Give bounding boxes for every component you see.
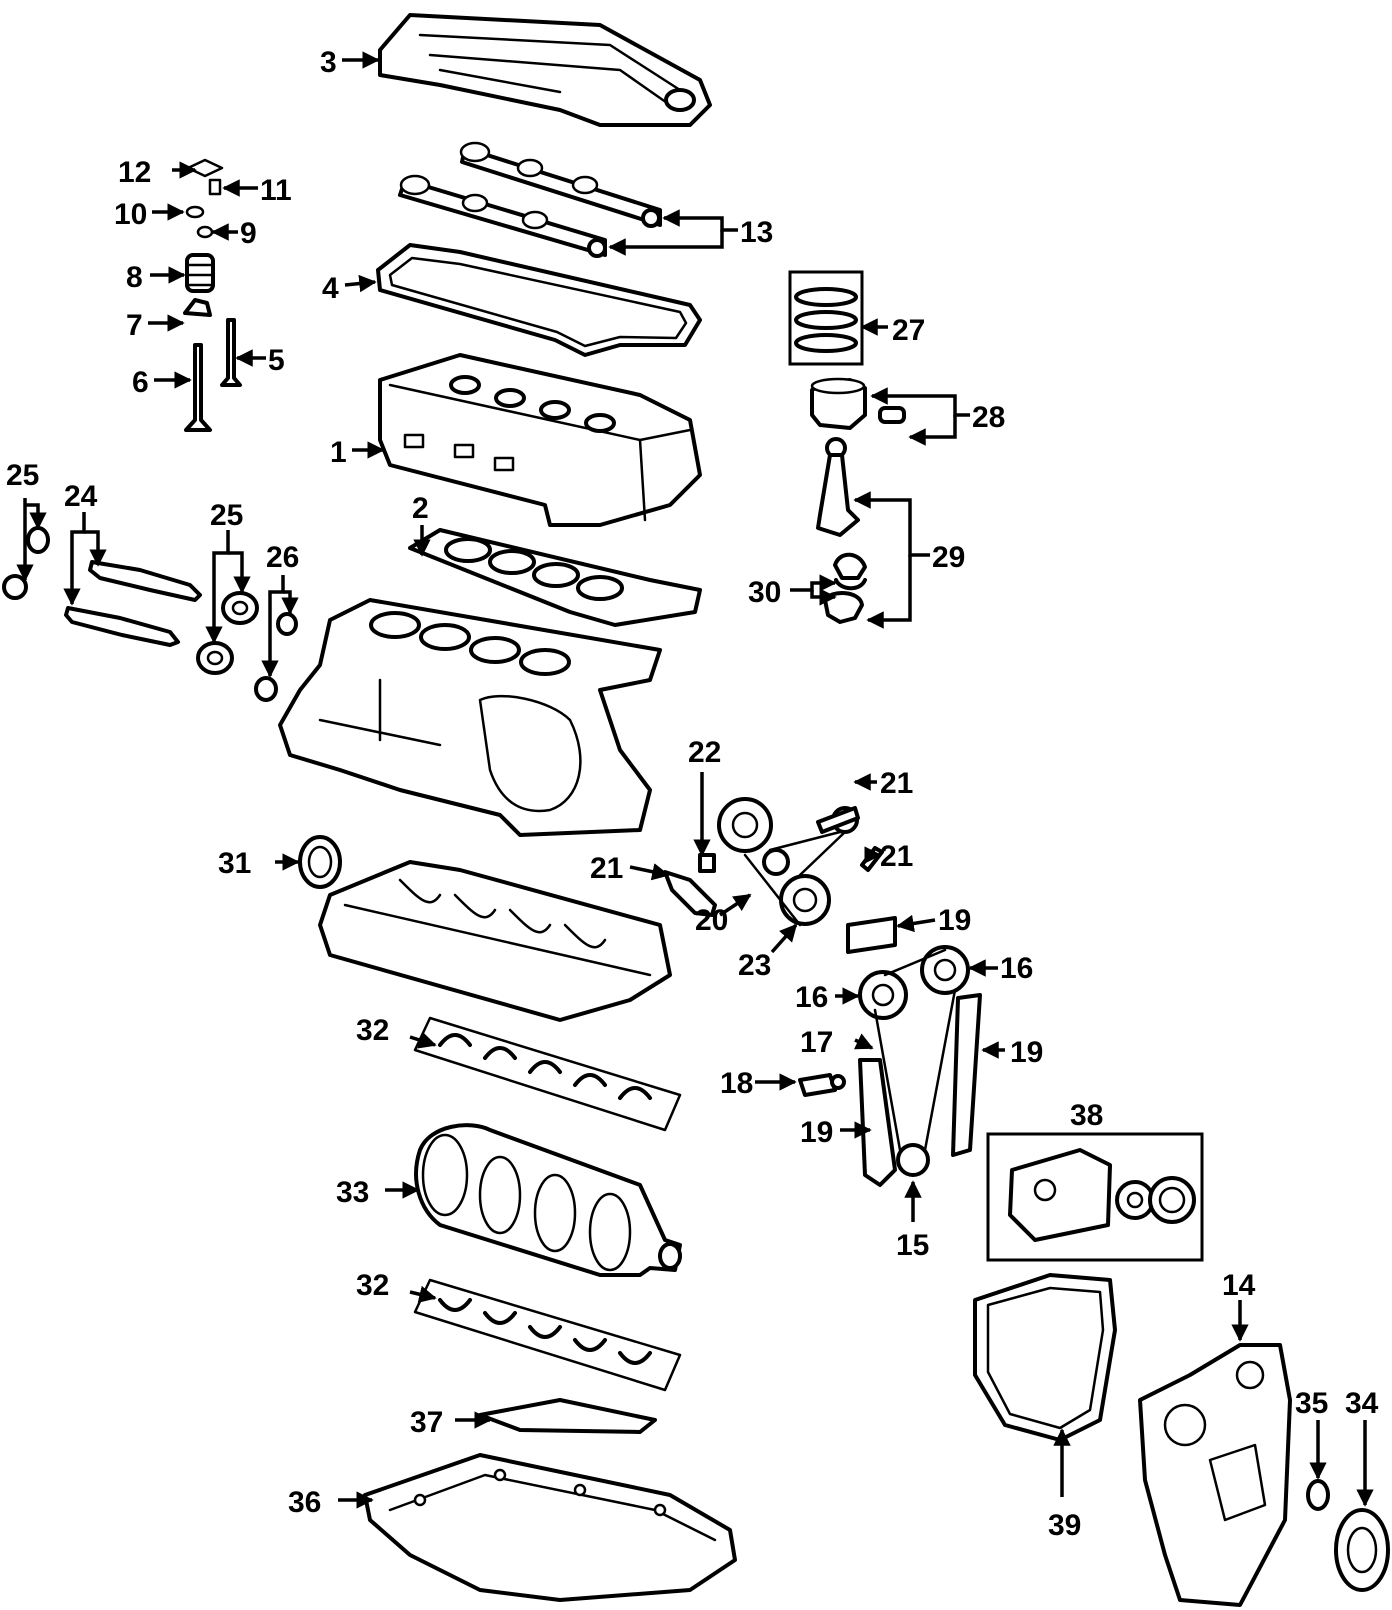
callout-21-a: 21 (880, 767, 913, 800)
engine-block (278, 598, 662, 837)
callout-21-b: 21 (590, 852, 623, 885)
callout-24: 24 (64, 480, 98, 513)
callout-18: 18 (720, 1067, 753, 1100)
callout-16-a: 16 (795, 981, 828, 1014)
valvetrain-parts (183, 158, 242, 432)
oil-pan-baffle (478, 1398, 657, 1434)
front-cover-gasket (973, 1273, 1117, 1442)
callout-13: 13 (740, 216, 773, 249)
valve-cover-gasket (376, 243, 702, 357)
callout-15: 15 (896, 1229, 929, 1262)
callout-21-c: 21 (880, 840, 913, 873)
callout-39: 39 (1048, 1509, 1081, 1542)
callout-3: 3 (320, 46, 337, 79)
callout-8: 8 (126, 261, 143, 294)
callout-16-b: 16 (1000, 952, 1033, 985)
callout-2: 2 (412, 492, 429, 525)
callout-33: 33 (336, 1176, 369, 1209)
callout-38: 38 (1070, 1099, 1103, 1132)
crankshaft (414, 1123, 682, 1277)
callout-6: 6 (132, 366, 149, 399)
callout-20: 20 (695, 904, 728, 937)
callout-34: 34 (1345, 1387, 1379, 1420)
callout-25-b: 25 (210, 499, 243, 532)
main-bearings-upper (413, 1016, 682, 1132)
connecting-rod (816, 437, 864, 624)
callout-4: 4 (322, 272, 339, 305)
head-gasket (408, 528, 702, 627)
callout-19-b: 19 (1010, 1036, 1043, 1069)
seals-26 (254, 612, 298, 702)
valve-cover (378, 13, 712, 127)
callout-26: 26 (266, 541, 299, 574)
main-bearings-lower (413, 1278, 682, 1392)
callout-29: 29 (932, 541, 965, 574)
piston-rings (794, 287, 858, 353)
callout-5: 5 (268, 344, 285, 377)
callout-23: 23 (738, 949, 771, 982)
callout-12: 12 (118, 156, 151, 189)
upper-timing-components (663, 797, 884, 927)
chain-guide-upper (846, 916, 897, 954)
oil-pump-box (986, 1132, 1204, 1262)
oil-pump (1008, 1148, 1196, 1242)
callout-36: 36 (288, 1486, 321, 1519)
callout-25-a: 25 (6, 459, 39, 492)
callout-11: 11 (260, 174, 292, 207)
rod-bearings (833, 552, 867, 591)
callout-37: 37 (410, 1406, 443, 1439)
crankshaft-pulley (1334, 1508, 1390, 1592)
lower-crankcase (318, 860, 672, 1022)
callout-35: 35 (1295, 1387, 1328, 1420)
callout-17: 17 (800, 1026, 833, 1059)
callout-19-c: 19 (800, 1116, 833, 1149)
callout-28: 28 (972, 401, 1005, 434)
front-cover (1138, 1343, 1292, 1607)
callout-31: 31 (218, 847, 251, 880)
rear-main-seal (298, 835, 342, 889)
callout-32-b: 32 (356, 1269, 389, 1302)
callout-1: 1 (330, 436, 347, 469)
callout-numbers: 1 2 3 4 5 6 7 8 9 10 11 12 13 14 15 16 1… (6, 46, 1379, 1542)
piston-rings-box (788, 270, 864, 366)
camshaft-seals-right (196, 591, 259, 675)
callout-27: 27 (892, 314, 925, 347)
callout-9: 9 (240, 217, 257, 250)
camshafts (398, 141, 662, 258)
callout-leader-lines (16, 51, 1374, 1509)
callout-22: 22 (688, 736, 721, 769)
callout-14: 14 (1222, 1269, 1256, 1302)
cylinder-head (378, 353, 702, 527)
callout-7: 7 (126, 309, 143, 342)
piston-and-pin (810, 377, 906, 430)
callout-10: 10 (114, 198, 147, 231)
camshaft-actuators (64, 560, 202, 647)
callout-32-a: 32 (356, 1014, 389, 1047)
callout-19-a: 19 (938, 904, 971, 937)
callout-30: 30 (748, 576, 781, 609)
oil-pan (363, 1453, 737, 1602)
front-crank-seal (1306, 1479, 1330, 1511)
lower-timing-components (798, 945, 982, 1187)
